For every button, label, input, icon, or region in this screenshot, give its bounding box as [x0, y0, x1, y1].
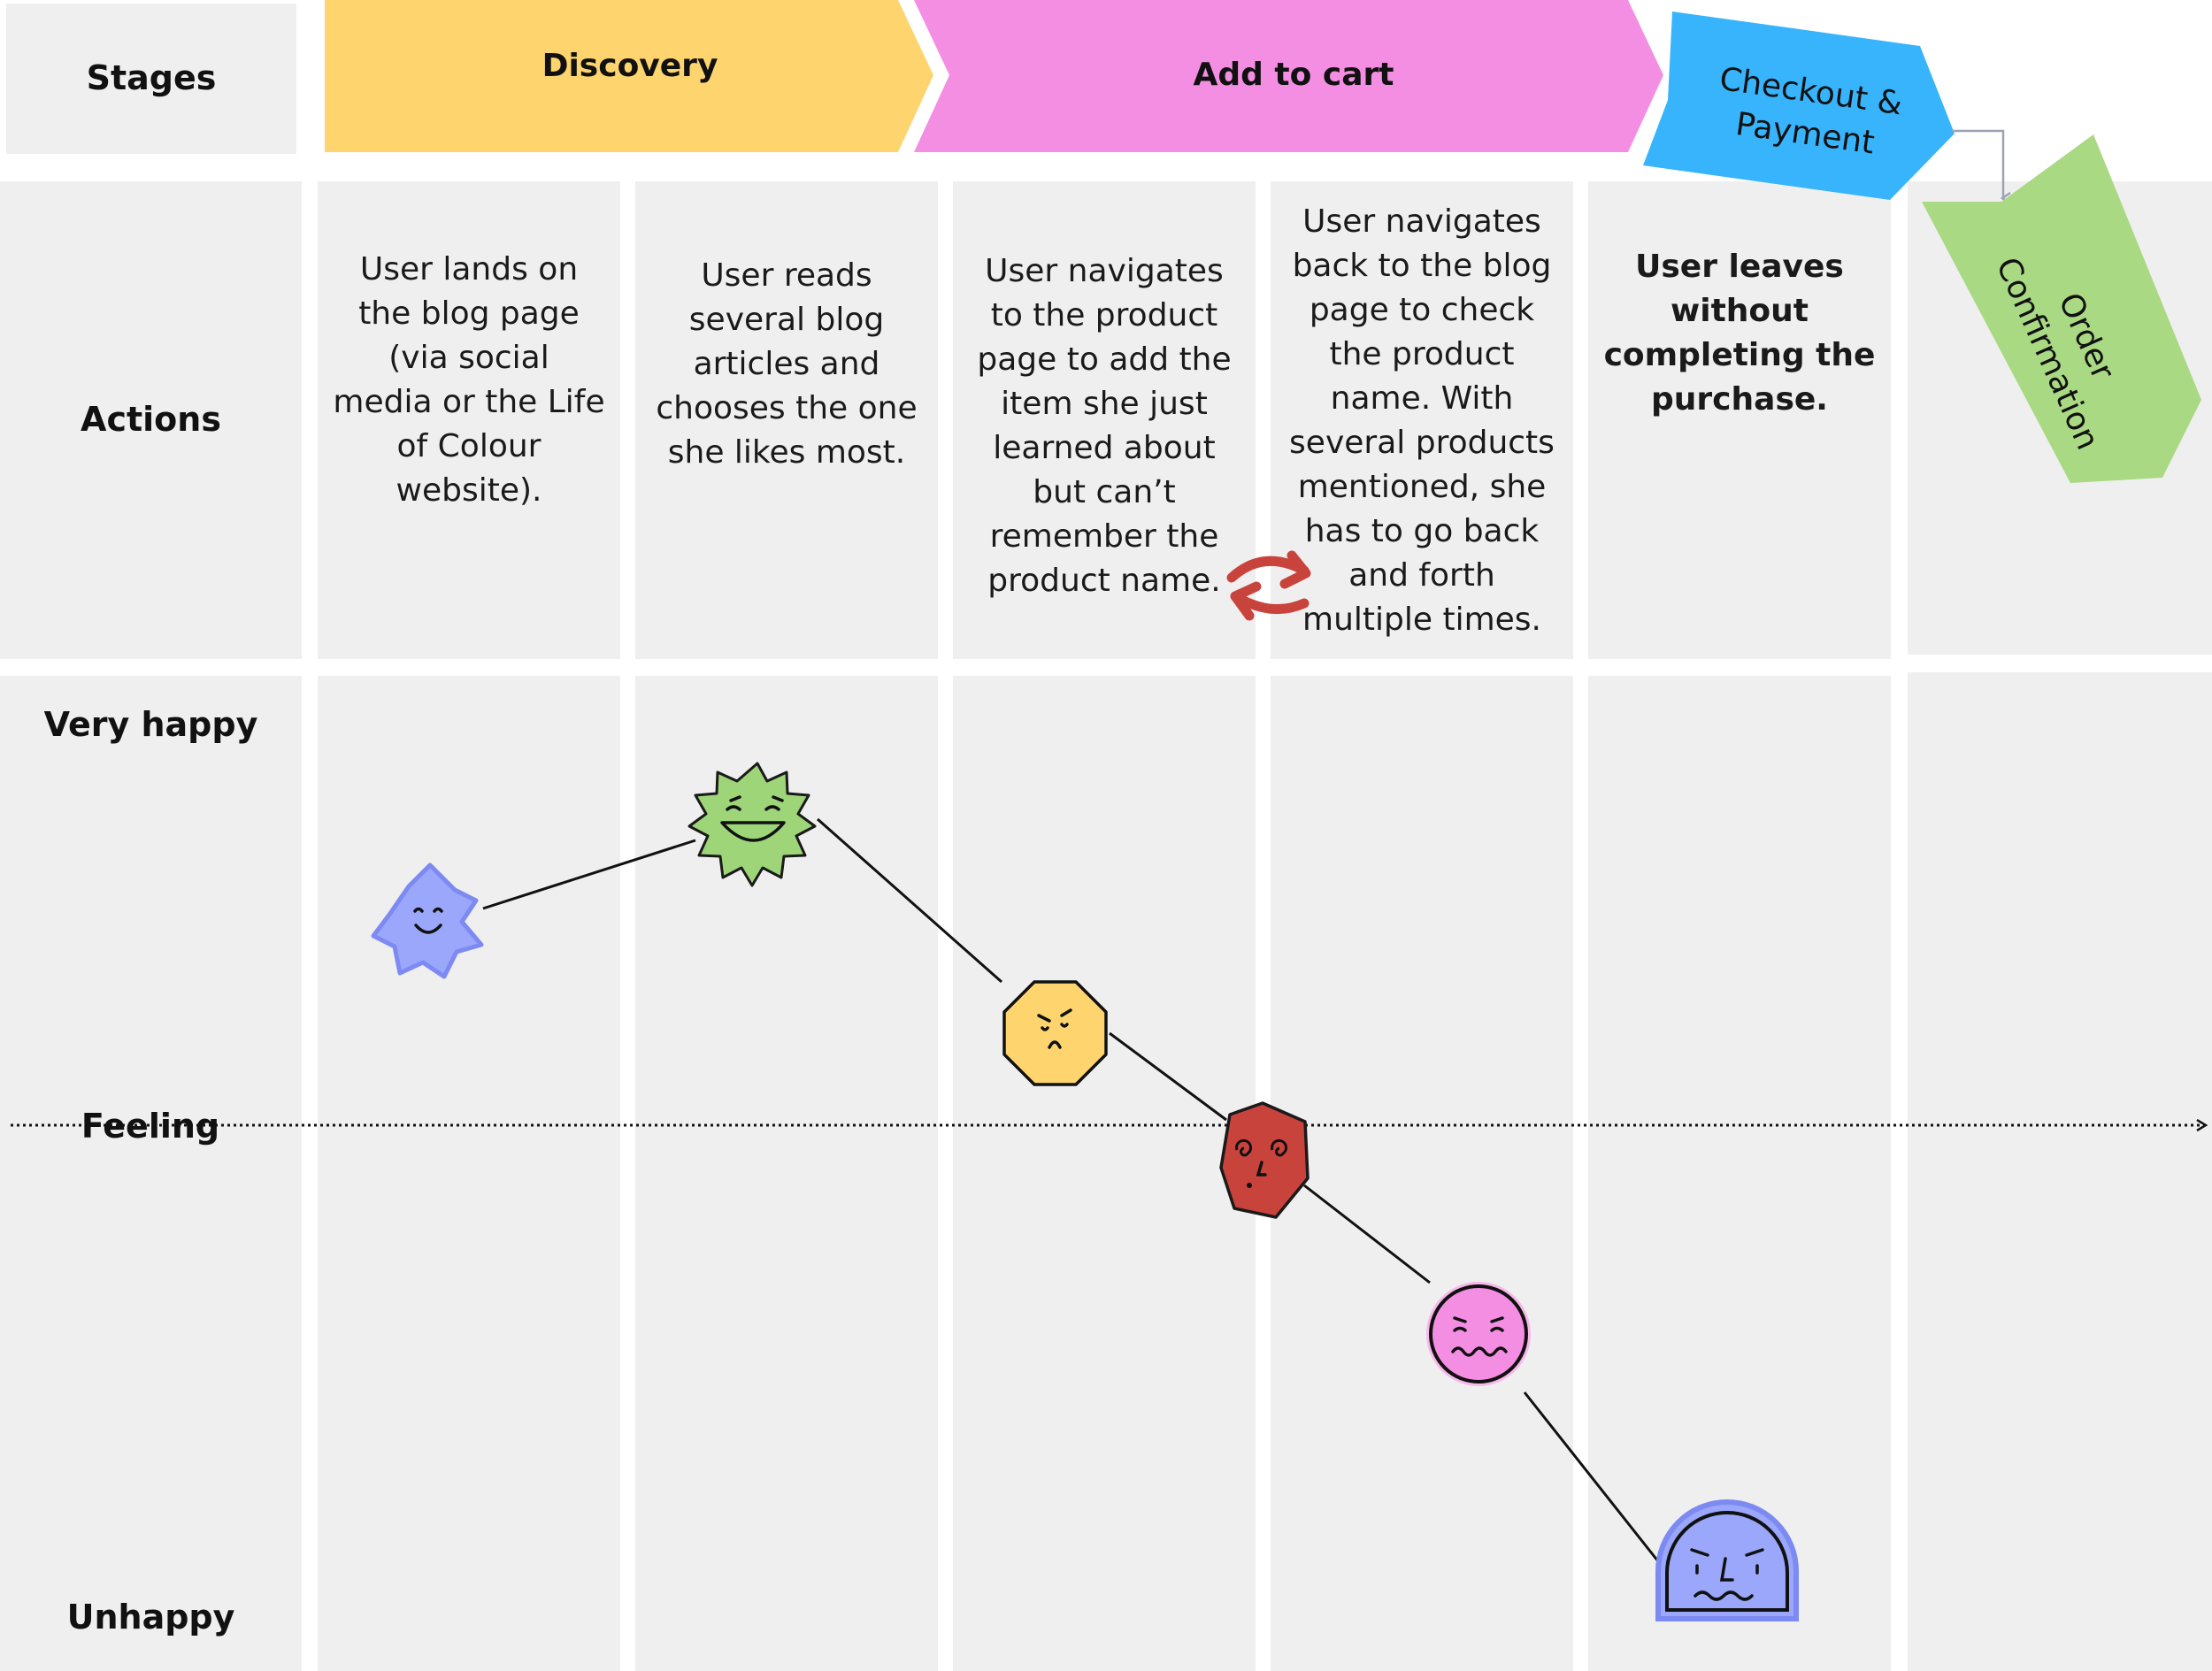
stage-connector-arrow [1952, 129, 2003, 198]
feeling-label-cell [0, 676, 302, 1671]
discovery-stage-arrow [325, 0, 933, 152]
action-text-1: User lands on the blog page (via social … [333, 251, 605, 509]
blue-cross-face-icon [371, 862, 484, 979]
action-cell-3 [953, 181, 1256, 659]
feeling-cell-3 [953, 676, 1256, 1671]
add-to-cart-stage-arrow [914, 0, 1663, 152]
action-cell-2 [635, 181, 938, 659]
action-text-2: User reads several blog articles and cho… [656, 257, 918, 471]
action-text-3: User navigates to the product page to ad… [977, 253, 1232, 599]
actions-label-cell [0, 181, 302, 659]
discovery-stage-label: Discovery [542, 48, 718, 84]
stages-label: Stages [86, 58, 217, 97]
action-cell-1 [318, 181, 620, 659]
pink-circle-face-icon [1426, 1282, 1531, 1386]
red-hexagon-face-icon [1219, 1101, 1310, 1219]
action-cell-5 [1588, 181, 1891, 659]
emotion-curve [482, 817, 1660, 1562]
checkout-payment-stage-arrow [1643, 11, 1955, 200]
action-cell-4 [1271, 181, 1573, 659]
blue-arch-face-icon [1655, 1499, 1799, 1621]
stages-label-cell [6, 4, 296, 154]
add-to-cart-stage-label: Add to cart [1193, 57, 1394, 93]
actions-label: Actions [81, 400, 221, 439]
action-text-5: User leaves without completing the purch… [1603, 249, 1876, 418]
unhappy-label: Unhappy [66, 1598, 235, 1637]
feeling-cell-6 [1908, 672, 2212, 1671]
loop-arrows-icon [1226, 550, 1311, 621]
yellow-octagon-face-icon [1002, 980, 1108, 1086]
green-sun-face-icon [687, 762, 817, 887]
order-confirmation-stage-arrow [1922, 134, 2201, 483]
action-text-4: User navigates back to the blog page to … [1289, 203, 1555, 638]
feeling-label: Feeling [81, 1107, 219, 1146]
very-happy-label: Very happy [43, 705, 258, 744]
feeling-cell-4 [1271, 676, 1573, 1671]
feeling-cell-1 [318, 676, 620, 1671]
